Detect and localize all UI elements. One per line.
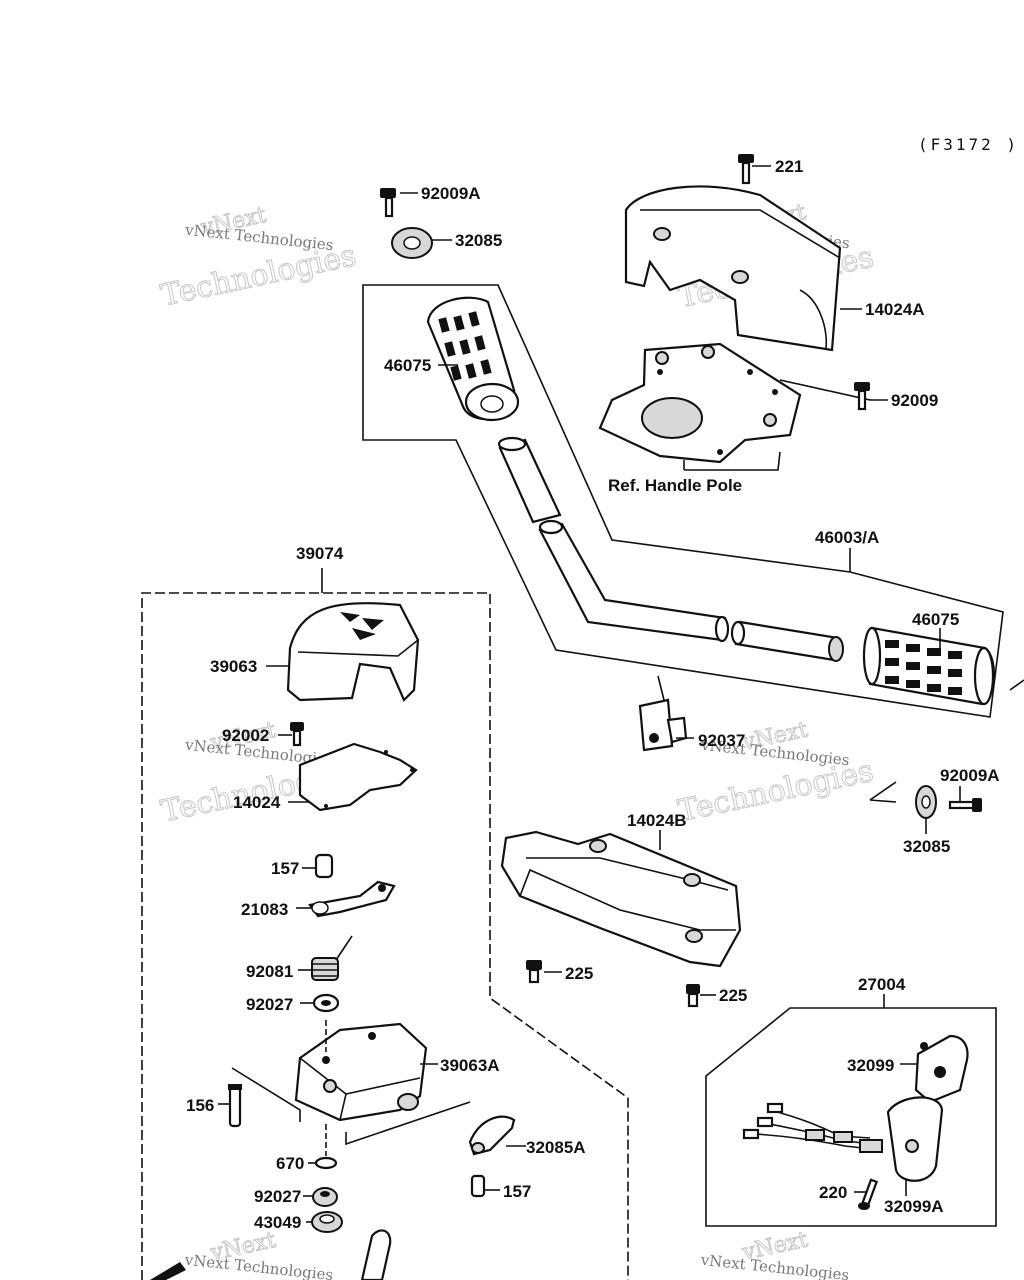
oring-670 (314, 1156, 338, 1170)
spring-92081 (311, 935, 353, 981)
right-grip (862, 626, 995, 706)
case-39063a (294, 1022, 428, 1122)
switch-32099a (886, 1096, 944, 1182)
diagram-code: (F3172 ) (918, 135, 1019, 154)
wire-harness (742, 1102, 883, 1153)
label-43049: 43049 (254, 1213, 301, 1232)
label-92009: 92009 (891, 391, 938, 410)
label-46003a: 46003/A (815, 528, 879, 547)
screw-225-b (686, 984, 700, 1008)
clamp-92037 (638, 675, 688, 752)
bolt-92009a-right (948, 798, 982, 812)
pin-157-bottom (470, 1174, 486, 1198)
label-92027-top: 92027 (246, 995, 293, 1014)
svg-text:Technologies: Technologies (158, 238, 359, 314)
cover-14024b (500, 830, 742, 968)
throttle-group-outline (141, 592, 629, 1280)
screw-92002 (290, 722, 304, 747)
label-32085a: 32085A (526, 1138, 586, 1157)
label-21083: 21083 (241, 900, 288, 919)
label-221: 221 (775, 157, 803, 176)
bolt-221 (738, 154, 754, 185)
label-157-top: 157 (271, 859, 299, 878)
grommet-32085-top (391, 227, 433, 259)
bolt-92009a-top (380, 188, 396, 218)
label-156: 156 (186, 1096, 214, 1115)
throttle-lever-partial (150, 1229, 392, 1280)
watermark-bottom-right: vNext vNext Technologies (699, 1227, 850, 1280)
left-grip (426, 296, 520, 422)
label-14024: 14024 (233, 793, 281, 812)
leader-ref-handle-pole (683, 451, 781, 471)
label-ref-handle-pole: Ref. Handle Pole (608, 476, 742, 495)
label-46075-right: 46075 (912, 610, 959, 629)
lever-21083 (308, 880, 396, 918)
label-14024b: 14024B (627, 811, 687, 830)
cover-32085a (468, 1115, 516, 1156)
label-39063: 39063 (210, 657, 257, 676)
label-32085-right: 32085 (903, 837, 950, 856)
label-225-b: 225 (719, 986, 747, 1005)
label-220: 220 (819, 1183, 847, 1202)
edge-leader (1009, 679, 1024, 691)
label-92037: 92037 (698, 731, 745, 750)
label-92081: 92081 (246, 962, 293, 981)
leader-92009-to-plate (779, 379, 871, 401)
leader-arrow-right (869, 781, 897, 803)
screw-220 (858, 1178, 879, 1210)
label-92009a-top: 92009A (421, 184, 481, 203)
gasket-14024 (298, 742, 418, 812)
label-39074: 39074 (296, 544, 344, 563)
handle-pole-plate (598, 342, 802, 464)
leader-156-to-case (231, 1067, 301, 1122)
label-92002: 92002 (222, 726, 269, 745)
label-92009a-right: 92009A (940, 766, 1000, 785)
label-32085-top: 32085 (455, 231, 502, 250)
label-32099a: 32099A (884, 1197, 944, 1216)
screw-156 (228, 1084, 242, 1128)
svg-text:Technologies: Technologies (675, 754, 876, 830)
leader-case-to-32085a (345, 1101, 471, 1146)
collar-92027-bottom (312, 1187, 338, 1207)
screw-92009 (854, 382, 870, 411)
grommet-32085-right (915, 785, 937, 819)
label-225-a: 225 (565, 964, 593, 983)
screw-225-a (526, 960, 542, 984)
label-46075-left: 46075 (384, 356, 431, 375)
pin-157-top (314, 853, 334, 879)
label-14024a: 14024A (865, 300, 925, 319)
part-43049 (311, 1211, 343, 1233)
label-92027-bottom: 92027 (254, 1187, 301, 1206)
handlebar-group-outline (362, 284, 1004, 718)
collar-92027-top (312, 993, 340, 1013)
watermark-top-left: vNext vNext Technologies Technologies (157, 202, 359, 314)
label-32099: 32099 (847, 1056, 894, 1075)
label-39063a: 39063A (440, 1056, 500, 1075)
label-157-bottom: 157 (503, 1182, 531, 1201)
label-27004: 27004 (858, 975, 906, 994)
cover-14024a (624, 185, 842, 352)
label-670: 670 (276, 1154, 304, 1173)
handlebar-tube (497, 436, 844, 662)
watermark-bottom-left: vNext vNext Technologies (183, 1227, 334, 1280)
switch-group-outline (705, 1007, 997, 1227)
cap-39063 (286, 602, 420, 702)
switch-32099 (914, 1034, 969, 1104)
